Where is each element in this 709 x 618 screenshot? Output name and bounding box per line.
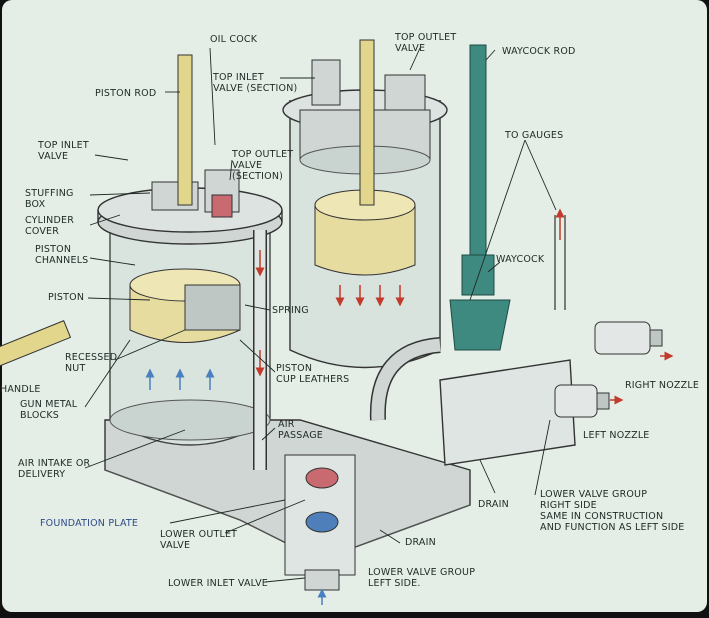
handle — [0, 320, 72, 368]
label-handle: HANDLE — [0, 384, 41, 395]
top-outlet-valve-section — [211, 194, 233, 218]
label-foundation-plate: FOUNDATION PLATE — [40, 518, 138, 529]
label-to-gauges: TO GAUGES — [504, 130, 563, 141]
label-oil-cock: OIL COCK — [210, 34, 258, 45]
label-piston-rod: PISTON ROD — [95, 88, 156, 99]
waycock-assembly — [449, 44, 511, 351]
label-left-nozzle: LEFT NOZZLE — [583, 430, 650, 441]
lower-valve-group-left — [284, 454, 356, 591]
intake-flow-arrows — [145, 368, 327, 605]
label-waycock: WAYCOCK — [496, 254, 545, 265]
label-waycock-rod: WAYCOCK ROD — [502, 46, 576, 57]
label-right-nozzle: RIGHT NOZZLE — [625, 380, 699, 391]
right-nozzle — [594, 321, 663, 355]
air-flow-arrows — [255, 208, 674, 405]
left-nozzle — [554, 384, 610, 418]
label-lower-inlet-valve: LOWER INLET VALVE — [168, 578, 268, 589]
label-piston: PISTON — [48, 292, 84, 303]
leader-lines — [84, 47, 557, 583]
lower-valve-block-right — [439, 359, 576, 466]
label-drain-lower: DRAIN — [405, 537, 436, 548]
label-drain-right: DRAIN — [478, 499, 509, 510]
gauge-pipe — [554, 215, 566, 310]
label-spring: SPRING — [272, 305, 309, 316]
piston-left — [129, 268, 241, 343]
piston-rod — [177, 54, 193, 206]
